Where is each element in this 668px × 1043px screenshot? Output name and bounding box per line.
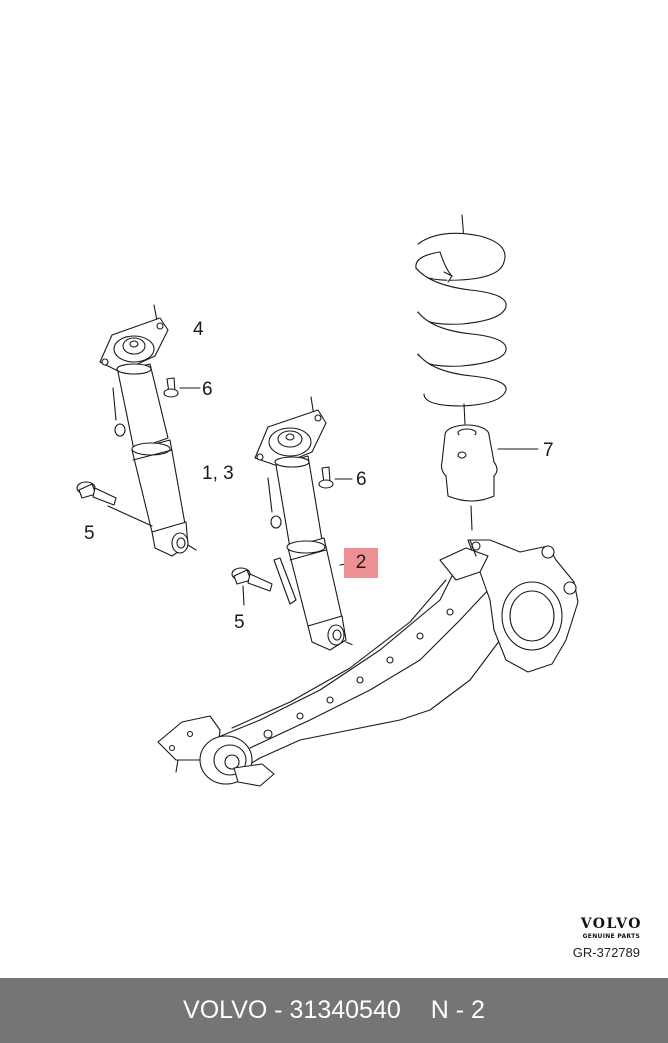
footer-bar: VOLVO - 31340540 N - 2: [0, 978, 668, 1043]
bolt-6-right: [318, 466, 353, 489]
right-shock-absorber: [254, 396, 361, 651]
reference-code: GR-372789: [572, 945, 640, 960]
bolt-6-left: [163, 377, 201, 398]
footer-part-label: VOLVO - 31340540: [183, 996, 401, 1024]
callout-6-right: 6: [356, 469, 367, 490]
callout-2-label: 2: [355, 552, 367, 573]
callout-2-highlighted[interactable]: 2: [344, 548, 378, 578]
callout-1-3: 1, 3: [202, 463, 234, 484]
callout-6-left: 6: [202, 379, 213, 400]
callout-7: 7: [543, 440, 554, 461]
bolt-5-left: [76, 481, 153, 527]
volvo-genuine-parts-logo: VOLVO GENUINE PARTS: [581, 916, 642, 940]
callout-5-left: 5: [84, 523, 95, 544]
left-shock-absorber: [99, 304, 197, 557]
rear-axle-beam: [157, 539, 579, 787]
brand-logo-text: VOLVO: [580, 916, 642, 932]
callout-4: 4: [193, 319, 204, 340]
bolt-5-right: [231, 567, 273, 606]
coil-spring: [415, 214, 507, 407]
spring-seat: [440, 403, 539, 531]
callout-5-right: 5: [234, 612, 245, 633]
brand-tagline: GENUINE PARTS: [582, 933, 641, 940]
parts-diagram: [76, 214, 579, 787]
footer-position-label: N - 2: [430, 996, 485, 1024]
